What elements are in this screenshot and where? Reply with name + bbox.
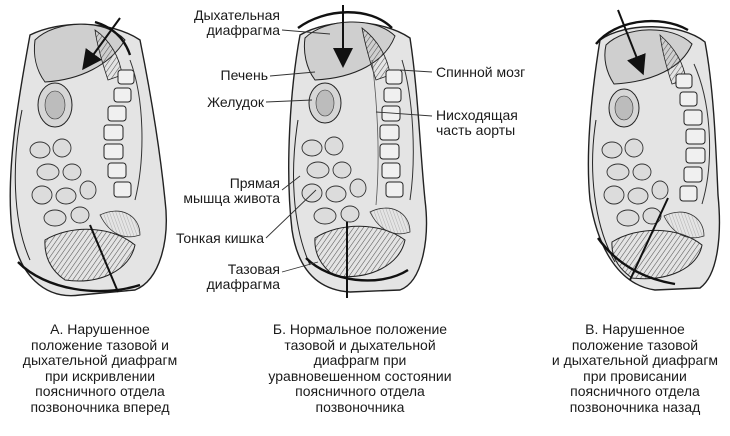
label-liver: Печень xyxy=(220,67,269,83)
label-descending-aorta: Нисходящая часть аорты xyxy=(436,107,518,138)
label-respiratory-diaphragm: Дыхательная диафрагма xyxy=(193,7,280,38)
label-stomach: Желудок xyxy=(207,94,264,110)
caption-a: А. Нарушенное положение тазовой и дыхате… xyxy=(22,321,178,415)
label-rectus-abdominis: Прямая мышца живота xyxy=(183,175,280,206)
torso-a xyxy=(9,17,167,297)
caption-c: В. Нарушенное положение тазовой и дыхате… xyxy=(551,321,719,415)
torso-c xyxy=(587,9,721,291)
label-pelvic-diaphragm: Тазовая диафрагма xyxy=(206,261,280,292)
label-spinal-cord: Спинной мозг xyxy=(436,64,526,80)
torso-b xyxy=(265,5,433,298)
label-small-intestine: Тонкая кишка xyxy=(175,230,264,246)
caption-b: Б. Нормальное положение тазовой и дыхате… xyxy=(268,321,452,415)
